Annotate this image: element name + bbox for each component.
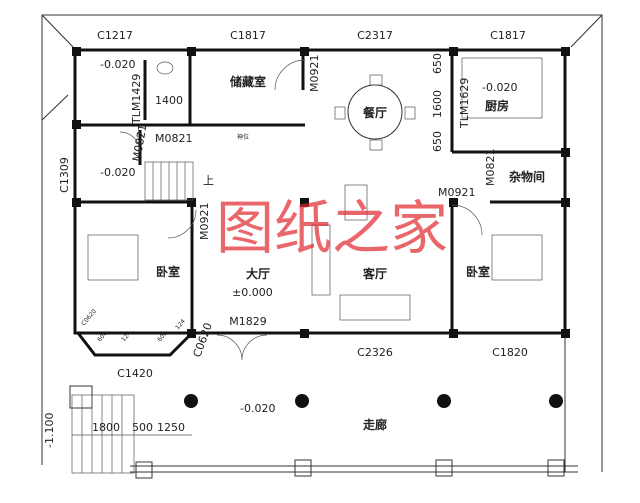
furniture <box>87 57 543 321</box>
shrine-label: 神位 <box>237 133 249 141</box>
window-label: C0620 <box>191 321 215 359</box>
level-label: -1.100 <box>43 413 56 448</box>
door-label: M1829 <box>229 315 267 328</box>
window-label: C1820 <box>492 346 528 359</box>
kitchen-counter <box>461 57 543 119</box>
room-labels: 储藏室 餐厅 厨房 杂物间 卧室 大厅 客厅 卧室 走廊 神位 上 <box>156 74 545 432</box>
roof-outline <box>41 14 603 472</box>
window-label: C0620 <box>80 308 98 328</box>
sink <box>156 61 174 75</box>
entry-steps <box>71 394 135 474</box>
door-swings <box>119 59 483 361</box>
door-label: M0921 <box>308 55 321 93</box>
level-label: ±0.000 <box>232 286 273 299</box>
door-label: M0821 <box>484 149 497 187</box>
room-dining: 餐厅 <box>363 105 387 120</box>
watermark: 图纸之家 <box>216 194 448 262</box>
dimension-label: 650 <box>431 53 444 74</box>
sofa <box>339 294 411 321</box>
stairs-up-label: 上 <box>203 174 214 187</box>
dimension-label: 650 <box>431 131 444 152</box>
room-bedroom-left: 卧室 <box>156 264 180 279</box>
door-label: TLM1429 <box>130 74 143 125</box>
window-label: C2317 <box>357 29 393 42</box>
dimension-label: 1400 <box>155 94 183 107</box>
room-living: 客厅 <box>362 266 387 281</box>
level-label: -0.020 <box>100 166 135 179</box>
dimension-label: 1250 <box>157 421 185 434</box>
room-hall: 大厅 <box>246 266 270 281</box>
room-kitchen: 厨房 <box>485 98 509 113</box>
room-storage: 储藏室 <box>230 74 266 89</box>
window-label: C1217 <box>97 29 133 42</box>
interior-stairs <box>144 161 194 201</box>
door-label: M0821 <box>130 123 149 162</box>
window-label: C1420 <box>117 367 153 380</box>
window-label: C1817 <box>490 29 526 42</box>
level-label: -0.020 <box>482 81 517 94</box>
window-label: C1817 <box>230 29 266 42</box>
bed-left <box>87 234 139 281</box>
structural-columns <box>72 47 570 408</box>
level-label: -0.020 <box>240 402 275 415</box>
door-labels: TLM1429 M0821 M0821 M0921 M0921 TLM1629 … <box>130 55 497 329</box>
bed-right <box>491 234 543 281</box>
door-label: M0921 <box>438 186 476 199</box>
window-label: C1309 <box>58 157 71 193</box>
dimension-labels: 1400 650 1600 650 1800 500 1250 600 600 … <box>72 53 444 436</box>
room-corridor: 走廊 <box>363 417 387 432</box>
door-label: TLM1629 <box>458 78 471 129</box>
walls <box>73 48 578 473</box>
door-label: M0921 <box>198 203 211 241</box>
door-label: M0821 <box>155 132 193 145</box>
level-label: -0.020 <box>100 58 135 71</box>
level-markers: -0.020 -0.020 -0.020 ±0.000 -0.020 -1.10… <box>43 58 517 448</box>
room-utility: 杂物间 <box>509 169 545 184</box>
dimension-label: 124 <box>174 318 187 331</box>
dimension-label: 1800 <box>92 421 120 434</box>
room-bedroom-right: 卧室 <box>466 264 490 279</box>
dimension-label: 1600 <box>431 90 444 118</box>
window-label: C2326 <box>357 346 393 359</box>
dimension-label: 500 <box>132 421 153 434</box>
